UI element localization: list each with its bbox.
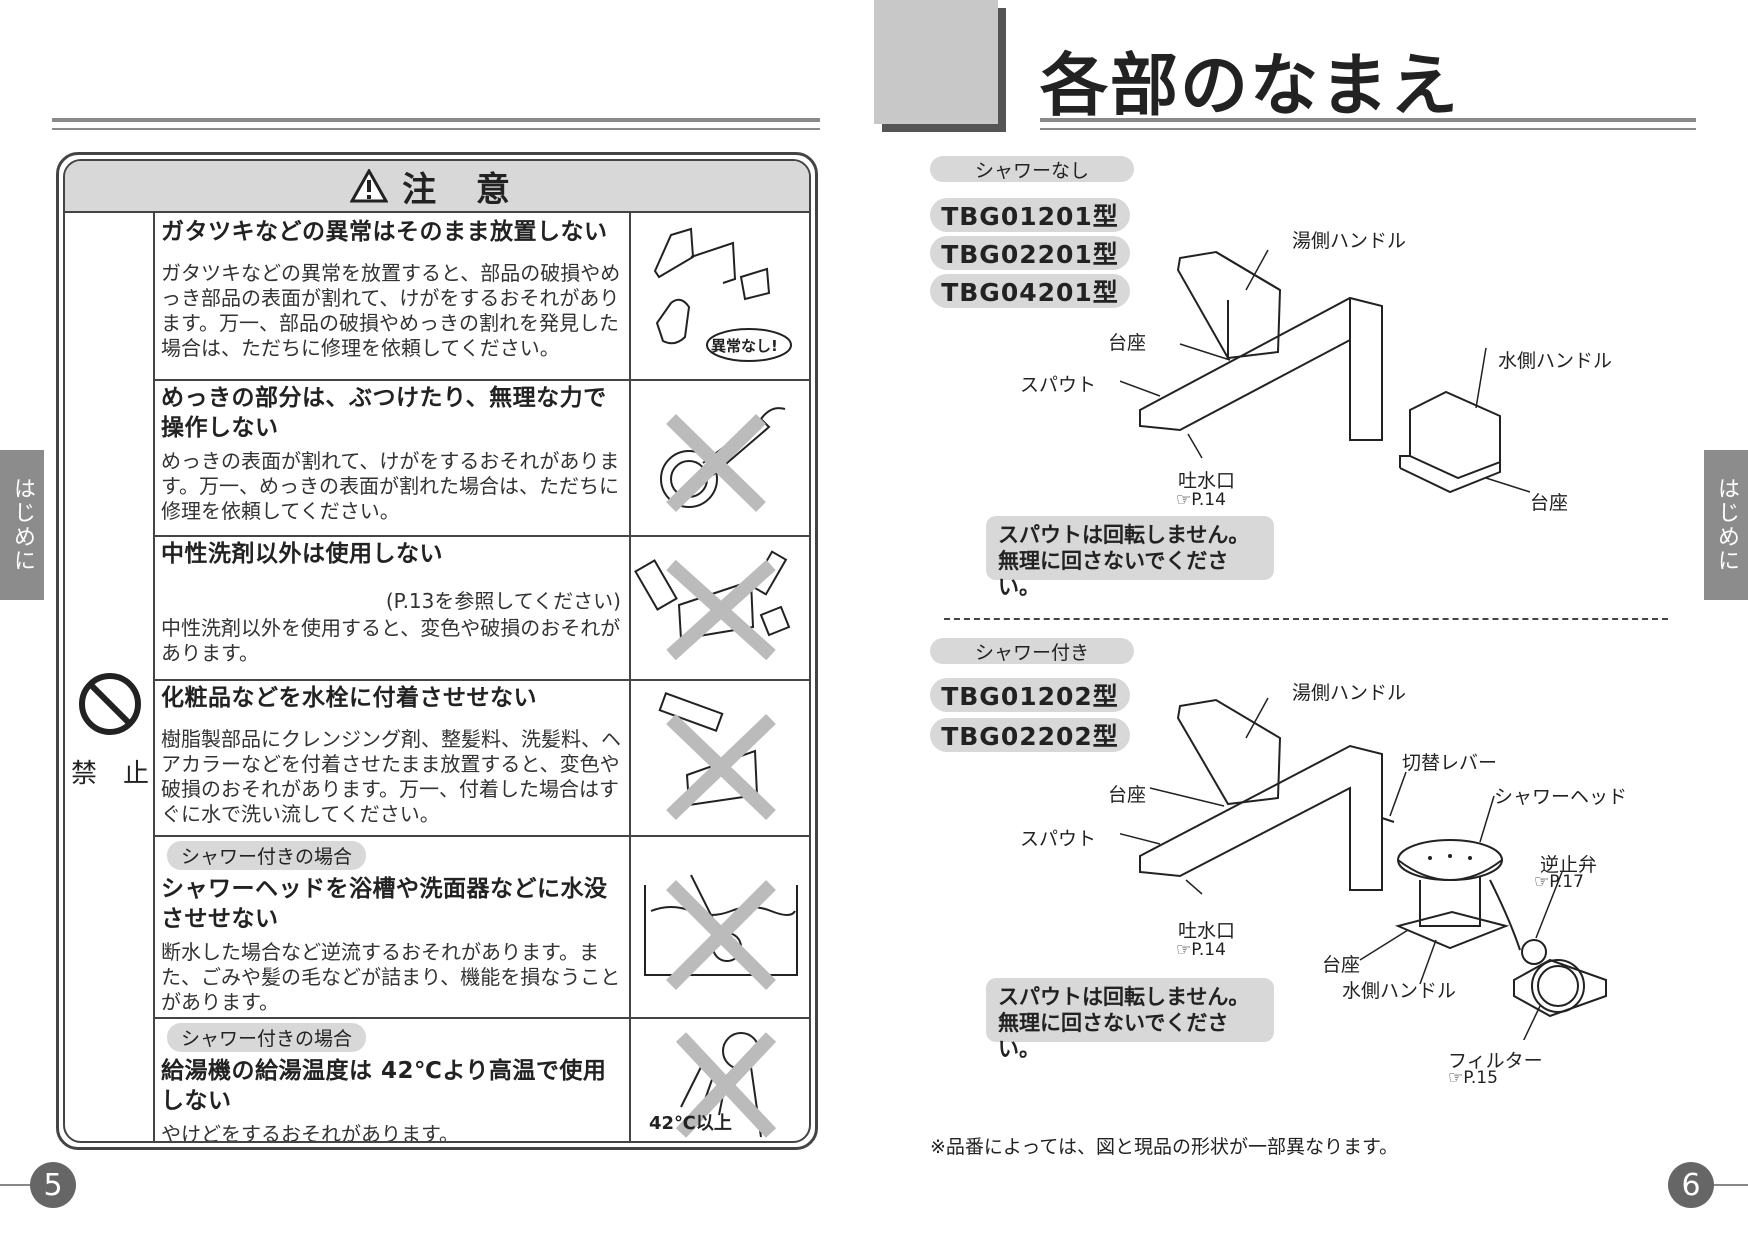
page-reference[interactable]: (P.13を参照してください)	[385, 589, 621, 613]
row-body: 樹脂製部品にクレンジング剤、整髪料、洗髪料、ヘアカラーなどを付着させたまま放置す…	[161, 727, 621, 826]
footnote: ※品番によっては、図と現品の形状が一部異なります。	[930, 1136, 1399, 1158]
label-shower-head: シャワーヘッド	[1494, 786, 1628, 808]
caution-header: 注 意	[65, 161, 809, 213]
row-title: 中性洗剤以外は使用しない	[161, 541, 443, 567]
header-rule	[52, 118, 820, 122]
submerge-illustration	[629, 835, 809, 1017]
label-base: 台座	[1530, 492, 1569, 514]
faucet-diagram-shower	[1120, 697, 1607, 1040]
row-body: めっきの表面が割れて、けがをするおそれがあります。万一、めっきの表面が割れた場合…	[161, 449, 620, 523]
label-cold-handle: 水側ハンドル	[1498, 350, 1613, 372]
caution-row-1: ガタツキなどの異常はそのまま放置しない ガタツキなどの異常を放置すると、部品の破…	[155, 213, 809, 381]
caution-row-4: 化粧品などを水栓に付着させせない 樹脂製部品にクレンジング剤、整髪料、洗髪料、ヘ…	[155, 679, 809, 837]
label-base: 台座	[1322, 954, 1361, 976]
ref-outlet[interactable]: ☞P.14	[1176, 940, 1226, 960]
page-num-line	[1714, 1184, 1748, 1186]
ref-check-valve[interactable]: ☞P.17	[1534, 872, 1584, 892]
caution-row-3: 中性洗剤以外は使用しない (P.13を参照してください) 中性洗剤以外を使用する…	[155, 535, 809, 681]
caution-row-5: シャワー付きの場合 シャワーヘッドを浴槽や洗面器などに水没させせない 断水した場…	[155, 835, 809, 1019]
title-block	[874, 0, 998, 124]
row-body: 中性洗剤以外を使用すると、変色や破損のおそれがあります。	[161, 616, 621, 665]
row-body: やけどをするおそれがあります。	[161, 1122, 459, 1143]
section-label-no-shower: シャワーなし	[930, 156, 1134, 182]
note-no-rotate: スパウトは回転しません。 無理に回さないでください。	[986, 516, 1274, 599]
faucet-diagram-no-shower	[1120, 249, 1531, 494]
label-hot-handle: 湯側ハンドル	[1292, 230, 1407, 252]
detergent-illustration	[629, 535, 809, 679]
hot-water-illustration: 42℃以上	[629, 1017, 809, 1141]
image-caption: 異常なし!	[711, 337, 778, 355]
model-pill: TBG02201型	[930, 236, 1130, 270]
warning-triangle-icon	[350, 169, 389, 203]
page-number-left: 5	[30, 1162, 76, 1208]
label-outlet: 吐水口	[1178, 470, 1236, 492]
ref-outlet[interactable]: ☞P.14	[1176, 490, 1226, 510]
header-rule-thin	[52, 128, 820, 130]
ref-filter[interactable]: ☞P.15	[1448, 1068, 1498, 1088]
hand-pointer-icon: ☞	[1534, 872, 1550, 892]
shower-hit-illustration	[629, 379, 809, 535]
label-filter: フィルター	[1448, 1050, 1543, 1072]
row-body: ガタツキなどの異常を放置すると、部品の破損やめっき部品の表面が割れて、けがをする…	[161, 261, 621, 360]
model-pill: TBG04201型	[930, 274, 1130, 308]
label-outlet: 吐水口	[1178, 920, 1236, 942]
caution-box: 注 意 禁 止 ガタツキなどの異常はそのまま放置しない ガタツキなどの異常を放置…	[56, 152, 818, 1150]
label-spout: スパウト	[1020, 828, 1097, 850]
row-title: ガタツキなどの異常はそのまま放置しない	[161, 219, 608, 245]
label-hot-handle: 湯側ハンドル	[1292, 682, 1407, 704]
model-pill: TBG01201型	[930, 198, 1130, 232]
hand-pointer-icon: ☞	[1448, 1068, 1464, 1088]
title-rule	[1040, 118, 1696, 122]
section-divider	[944, 618, 1668, 620]
prohibit-icon	[79, 673, 141, 735]
side-tab-right[interactable]: はじめに	[1704, 450, 1748, 600]
row-title: シャワーヘッドを浴槽や洗面器などに水没させせない	[161, 876, 608, 932]
page-num-line	[0, 1184, 40, 1186]
side-tab-left[interactable]: はじめに	[0, 450, 44, 600]
label-check-valve: 逆止弁	[1540, 854, 1598, 876]
caution-title: 注 意	[402, 169, 524, 210]
section-label-shower: シャワー付き	[930, 638, 1134, 664]
prohibit-label: 禁 止	[71, 759, 149, 789]
model-pill: TBG01202型	[930, 678, 1130, 712]
row-body: 断水した場合など逆流するおそれがあります。また、ごみや髪の毛などが詰まり、機能を…	[161, 940, 621, 1014]
label-spout: スパウト	[1020, 374, 1097, 396]
title-rule-thin	[1040, 128, 1696, 130]
label-base: 台座	[1108, 332, 1147, 354]
shower-tag: シャワー付きの場合	[167, 1023, 367, 1052]
note-no-rotate: スパウトは回転しません。 無理に回さないでください。	[986, 978, 1274, 1061]
label-base: 台座	[1108, 784, 1147, 806]
label-switch-lever: 切替レバー	[1402, 752, 1498, 774]
hand-pointer-icon: ☞	[1176, 940, 1192, 960]
shower-tag: シャワー付きの場合	[167, 841, 367, 870]
page-number-right: 6	[1668, 1162, 1714, 1208]
prohibit-column: 禁 止	[65, 213, 155, 1141]
row-title: 化粧品などを水栓に付着させせない	[161, 685, 537, 711]
caution-row-6: シャワー付きの場合 給湯機の給湯温度は 42℃より高温で使用しない やけどをする…	[155, 1017, 809, 1143]
label-cold-handle: 水側ハンドル	[1342, 980, 1457, 1002]
image-caption: 42℃以上	[649, 1113, 732, 1134]
hand-pointer-icon: ☞	[1176, 490, 1192, 510]
faucet-check-illustration: 異常なし!	[629, 213, 809, 379]
row-title: めっきの部分は、ぶつけたり、無理な力で操作しない	[161, 385, 607, 441]
page-title: 各部のなまえ	[1040, 47, 1461, 126]
caution-row-2: めっきの部分は、ぶつけたり、無理な力で操作しない めっきの表面が割れて、けがをす…	[155, 379, 809, 537]
row-title: 給湯機の給湯温度は 42℃より高温で使用しない	[161, 1058, 607, 1114]
cosmetics-illustration	[629, 679, 809, 835]
model-pill: TBG02202型	[930, 718, 1130, 752]
